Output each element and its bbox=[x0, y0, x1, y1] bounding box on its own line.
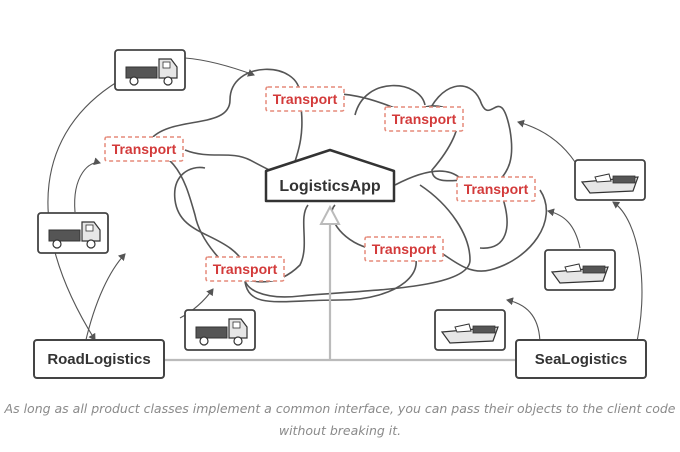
ship-icon bbox=[574, 159, 646, 201]
road-logistics-node: RoadLogistics bbox=[33, 339, 165, 379]
svg-text:Transport: Transport bbox=[464, 181, 529, 197]
truck-icon bbox=[37, 212, 109, 254]
svg-text:Transport: Transport bbox=[372, 241, 437, 257]
sea-logistics-node: SeaLogistics bbox=[515, 339, 647, 379]
inheritance-lines bbox=[165, 222, 515, 362]
transport-label: Transport bbox=[384, 106, 464, 132]
truck-icon bbox=[184, 309, 256, 351]
sea-logistics-label: SeaLogistics bbox=[535, 351, 628, 368]
ship-icon bbox=[434, 309, 506, 351]
truck-icon bbox=[114, 49, 186, 91]
road-logistics-label: RoadLogistics bbox=[47, 351, 150, 368]
transport-label: Transport bbox=[104, 136, 184, 162]
logistics-app-label: LogisticsApp bbox=[279, 178, 381, 195]
ship-icon bbox=[544, 249, 616, 291]
figure-caption: As long as all product classes implement… bbox=[4, 401, 676, 438]
svg-text:Transport: Transport bbox=[213, 261, 278, 277]
transport-label: Transport bbox=[364, 236, 444, 262]
transport-label: Transport bbox=[205, 256, 285, 282]
implements-arrow-icon bbox=[319, 204, 341, 225]
svg-text:Transport: Transport bbox=[273, 91, 338, 107]
transport-label: Transport bbox=[265, 86, 345, 112]
svg-text:Transport: Transport bbox=[392, 111, 457, 127]
transport-label: Transport bbox=[456, 176, 536, 202]
svg-text:Transport: Transport bbox=[112, 141, 177, 157]
factory-method-diagram: LogisticsApp Transport Transport Transpo… bbox=[33, 49, 647, 379]
flow-arrows bbox=[47, 57, 643, 351]
logistics-app-node: LogisticsApp bbox=[264, 148, 396, 203]
